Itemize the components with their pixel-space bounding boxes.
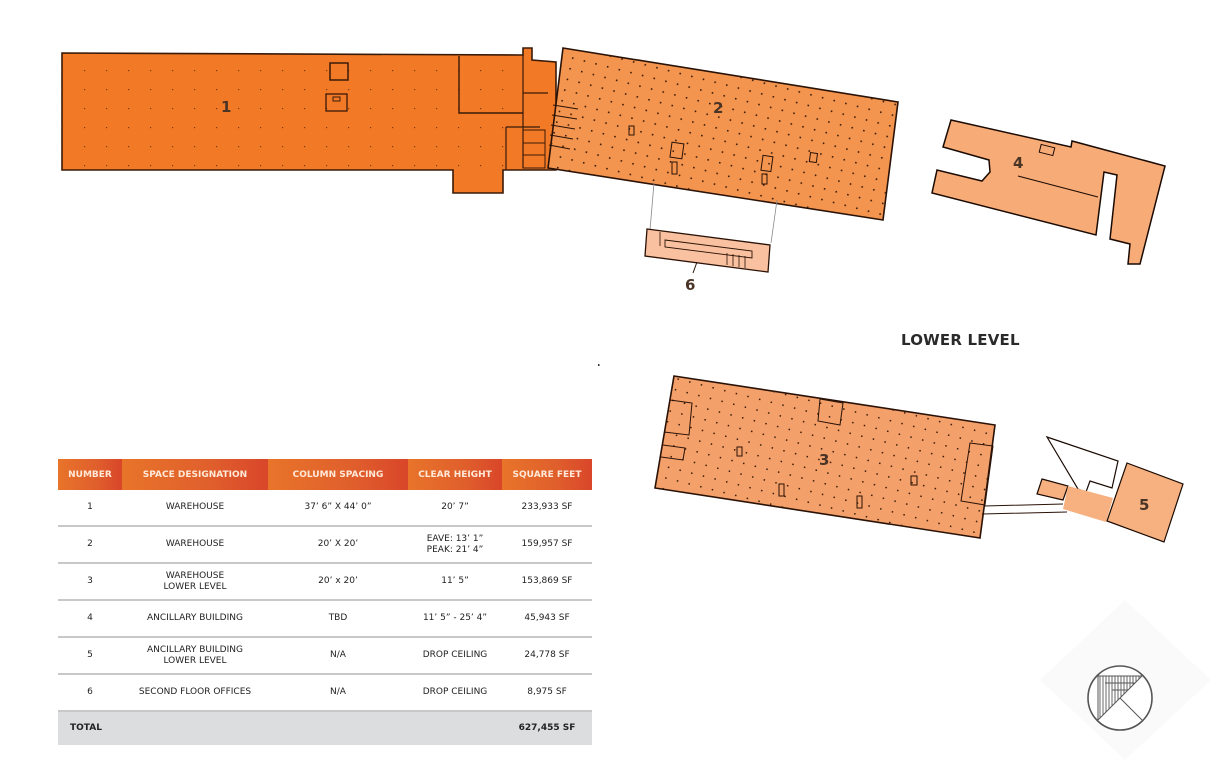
cell-designation: WAREHOUSE xyxy=(122,490,268,527)
cell-square-feet: 233,933 SF xyxy=(502,490,592,527)
designation-line-2: LOWER LEVEL xyxy=(163,581,227,592)
cell-square-feet: 153,869 SF xyxy=(502,563,592,601)
cell-clear-height: DROP CEILING xyxy=(408,637,502,675)
table-row: 1 WAREHOUSE 37’ 6” X 44’ 0” 20’ 7” 233,9… xyxy=(58,490,592,527)
header-number: NUMBER xyxy=(58,459,122,490)
cell-designation: ANCILLARY BUILDING xyxy=(122,600,268,638)
designation-line-1: WAREHOUSE xyxy=(165,571,225,582)
cell-column-spacing: 20’ x 20’ xyxy=(268,563,408,601)
building-4[interactable]: 4 xyxy=(931,119,1166,265)
header-column-spacing: COLUMN SPACING xyxy=(268,459,408,490)
cell-square-feet: 45,943 SF xyxy=(502,600,592,638)
total-square-feet: 627,455 SF xyxy=(502,711,592,745)
designation-line-1: ANCILLARY BUILDING xyxy=(147,645,243,656)
cell-clear-height: 11’ 5” xyxy=(408,563,502,601)
cell-number: 2 xyxy=(58,526,122,564)
building-2-label: 2 xyxy=(713,99,723,117)
building-5[interactable]: 5 xyxy=(1035,435,1184,543)
table-row: 4 ANCILLARY BUILDING TBD 11’ 5” - 25’ 4”… xyxy=(58,600,592,638)
total-label: TOTAL xyxy=(58,711,502,745)
table-total-row: TOTAL 627,455 SF xyxy=(58,711,592,745)
cell-number: 5 xyxy=(58,637,122,675)
cell-column-spacing: 37’ 6” X 44’ 0” xyxy=(268,490,408,527)
cell-number: 6 xyxy=(58,674,122,712)
cell-designation: WAREHOUSE xyxy=(122,526,268,564)
header-clear-height: CLEAR HEIGHT xyxy=(408,459,502,490)
building-5-label: 5 xyxy=(1139,496,1149,514)
space-summary-table: NUMBER SPACE DESIGNATION COLUMN SPACING … xyxy=(58,459,592,745)
building-1[interactable]: 1 xyxy=(61,47,557,194)
table-row: 6 SECOND FLOOR OFFICES N/A DROP CEILING … xyxy=(58,674,592,712)
cell-clear-height: 11’ 5” - 25’ 4” xyxy=(408,600,502,638)
cell-designation: SECOND FLOOR OFFICES xyxy=(122,674,268,712)
cell-number: 3 xyxy=(58,563,122,601)
building-4-label: 4 xyxy=(1013,154,1023,172)
cell-clear-height: 20’ 7” xyxy=(408,490,502,527)
cell-square-feet: 159,957 SF xyxy=(502,526,592,564)
cell-column-spacing: N/A xyxy=(268,637,408,675)
building-6[interactable]: 6 xyxy=(644,228,771,294)
building-3[interactable]: 3 xyxy=(654,375,1068,539)
cell-column-spacing: N/A xyxy=(268,674,408,712)
cell-number: 4 xyxy=(58,600,122,638)
cell-clear-height: EAVE: 13’ 1”PEAK: 21’ 4” xyxy=(408,526,502,564)
building-6-label: 6 xyxy=(685,276,695,294)
cell-square-feet: 8,975 SF xyxy=(502,674,592,712)
north-arrow-icon xyxy=(1040,600,1211,760)
cell-square-feet: 24,778 SF xyxy=(502,637,592,675)
header-square-feet: SQUARE FEET xyxy=(502,459,592,490)
cell-column-spacing: TBD xyxy=(268,600,408,638)
header-space-designation: SPACE DESIGNATION xyxy=(122,459,268,490)
building-3-label: 3 xyxy=(819,451,829,469)
clear-height-line-1: EAVE: 13’ 1” xyxy=(426,534,484,545)
designation-line-2: LOWER LEVEL xyxy=(163,655,227,666)
clear-height-line-2: PEAK: 21’ 4” xyxy=(426,544,484,555)
lower-level-label: LOWER LEVEL xyxy=(901,331,1020,349)
building-1-label: 1 xyxy=(221,98,231,116)
table-row: 2 WAREHOUSE 20’ X 20’ EAVE: 13’ 1”PEAK: … xyxy=(58,526,592,564)
cell-clear-height: DROP CEILING xyxy=(408,674,502,712)
cell-column-spacing: 20’ X 20’ xyxy=(268,526,408,564)
cell-number: 1 xyxy=(58,490,122,527)
building-2[interactable]: 2 xyxy=(547,47,899,244)
table-header-row: NUMBER SPACE DESIGNATION COLUMN SPACING … xyxy=(58,459,592,490)
